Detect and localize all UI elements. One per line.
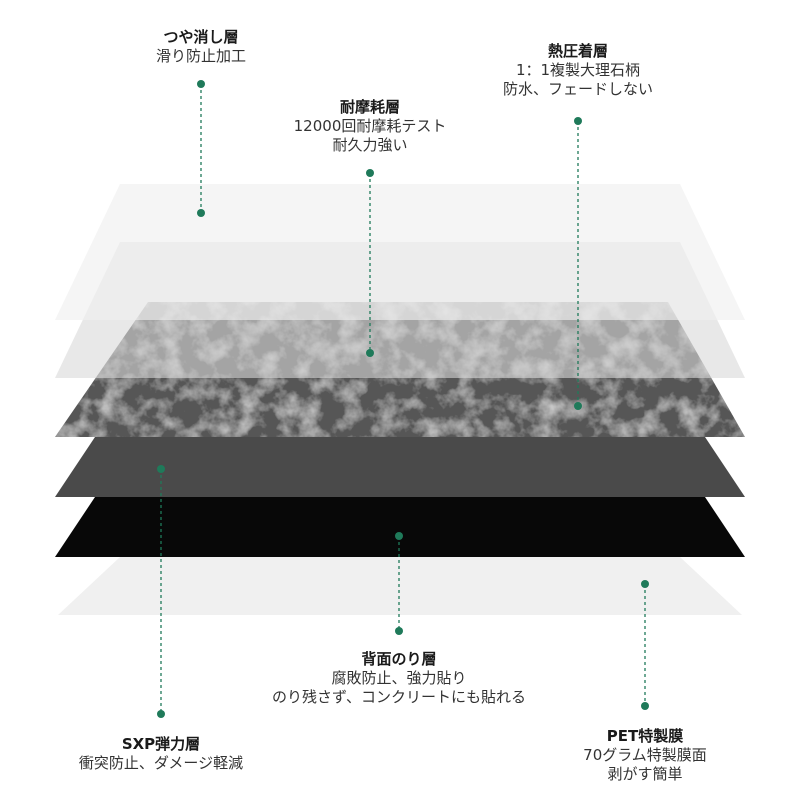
glue-bottom-dot xyxy=(395,627,403,635)
wear-layer-desc-1: 12000回耐摩耗テスト xyxy=(293,117,447,135)
sxp-layer-title: SXP弾力層 xyxy=(121,735,201,753)
glue-layer xyxy=(55,497,745,557)
matte-layer-label: つや消し層 滑り防止加工 xyxy=(101,28,301,66)
matte-layer-title: つや消し層 xyxy=(163,28,239,46)
matte-anchor-dot xyxy=(197,209,205,217)
wear-layer-title: 耐摩耗層 xyxy=(339,98,400,116)
wear-top-dot xyxy=(366,169,374,177)
glue-layer-label: 背面のり層 腐敗防止、強力貼り のり残さず、コンクリートにも貼れる xyxy=(214,650,584,707)
glue-layer-title: 背面のり層 xyxy=(361,650,437,668)
glue-layer-desc-1: 腐敗防止、強力貼り xyxy=(331,669,467,687)
wear-anchor-dot xyxy=(366,349,374,357)
pet-layer-title: PET特製膜 xyxy=(606,727,684,745)
pet-anchor-dot xyxy=(641,580,649,588)
print-top-dot xyxy=(574,117,582,125)
print-layer-title: 熱圧着層 xyxy=(547,42,608,60)
sxp-layer-label: SXP弾力層 衝突防止、ダメージ軽減 xyxy=(46,735,276,773)
sxp-anchor-dot xyxy=(157,465,165,473)
wear-layer-label: 耐摩耗層 12000回耐摩耗テスト 耐久力強い xyxy=(250,98,490,155)
pet-layer-label: PET特製膜 70グラム特製膜面 剥がす簡単 xyxy=(545,727,745,784)
print-anchor-dot xyxy=(574,402,582,410)
print-layer-label: 熱圧着層 1：1複製大理石柄 防水、フェードしない xyxy=(468,42,688,99)
wear-layer-desc-2: 耐久力強い xyxy=(332,136,408,154)
pet-layer-desc-2: 剥がす簡単 xyxy=(607,765,683,783)
matte-top-dot xyxy=(197,80,205,88)
glue-layer-desc-2: のり残さず、コンクリートにも貼れる xyxy=(272,688,526,706)
sxp-elastic-layer xyxy=(55,437,745,497)
pet-bottom-dot xyxy=(641,702,649,710)
pet-film-layer xyxy=(58,557,742,615)
matte-layer xyxy=(55,184,745,320)
matte-layer-desc-1: 滑り防止加工 xyxy=(155,47,246,65)
sxp-bottom-dot xyxy=(157,710,165,718)
print-layer-desc-1: 1：1複製大理石柄 xyxy=(515,61,641,79)
pet-layer-desc-1: 70グラム特製膜面 xyxy=(583,746,707,764)
sxp-layer-desc-1: 衝突防止、ダメージ軽減 xyxy=(78,754,244,772)
print-layer-desc-2: 防水、フェードしない xyxy=(502,80,653,98)
glue-anchor-dot xyxy=(395,532,403,540)
